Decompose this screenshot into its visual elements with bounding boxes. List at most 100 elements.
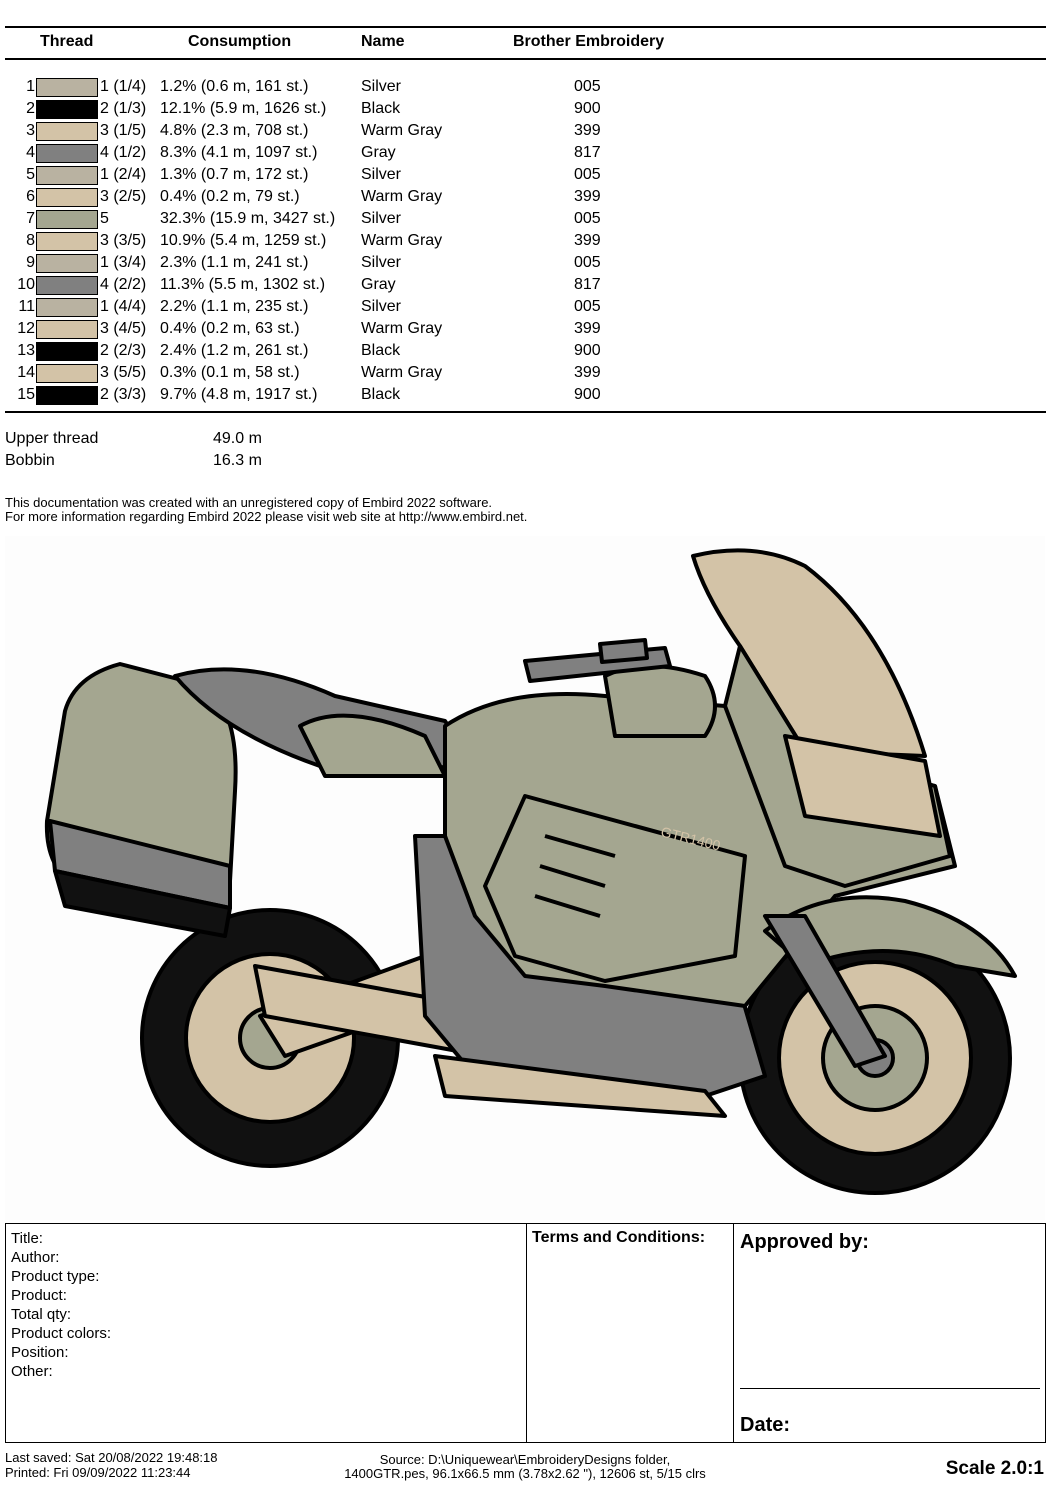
thread-id: 3 (4/5) (100, 320, 147, 337)
vent-lines (534, 834, 616, 918)
bobbin-value: 16.3 m (213, 452, 262, 469)
thread-number: 8 (26, 232, 35, 249)
seat-pad (298, 713, 447, 778)
field-author: Author: (11, 1249, 60, 1266)
brother-code: 900 (574, 100, 601, 117)
signature-line (740, 1388, 1040, 1389)
upper-thread-value: 49.0 m (213, 430, 262, 447)
thread-number: 2 (26, 100, 35, 117)
thread-name: Black (361, 386, 401, 403)
thread-number: 3 (26, 122, 35, 139)
header-brand: Brother Embroidery (513, 33, 665, 50)
bobbin-label: Bobbin (5, 452, 55, 469)
thread-name: Warm Gray (361, 364, 443, 381)
color-swatch (36, 320, 98, 339)
windscreen (691, 548, 927, 758)
brother-code: 399 (574, 122, 601, 139)
table-row: 8 3 (3/5) 10.9% (5.4 m, 1259 st.) Warm Gray… (0, 230, 1050, 252)
thread-number: 5 (26, 166, 35, 183)
thread-consumption: 0.4% (0.2 m, 63 st.) (160, 320, 300, 337)
color-swatch (36, 100, 98, 119)
brother-code: 900 (574, 342, 601, 359)
thread-consumption: 2.3% (1.1 m, 241 st.) (160, 254, 309, 271)
thread-number: 6 (26, 188, 35, 205)
brother-code: 005 (574, 254, 601, 271)
color-swatch (36, 166, 98, 185)
form-divider-1 (526, 1224, 527, 1442)
header-name: Name (361, 33, 405, 50)
thread-id: 3 (3/5) (100, 232, 147, 249)
thread-consumption: 1.3% (0.7 m, 172 st.) (160, 166, 309, 183)
thread-name: Gray (361, 276, 396, 293)
thread-number: 10 (17, 276, 35, 293)
brother-code: 005 (574, 298, 601, 315)
color-swatch (36, 342, 98, 361)
header-consumption: Consumption (188, 33, 292, 50)
thread-name: Warm Gray (361, 232, 443, 249)
color-swatch (36, 122, 98, 141)
thread-id: 1 (3/4) (100, 254, 147, 271)
source-line-2: 1400GTR.pes, 96.1x66.5 mm (3.78x2.62 "),… (344, 1466, 706, 1481)
source-line-1: Source: D:\Uniquewear\EmbroideryDesigns … (379, 1452, 671, 1467)
thread-number: 13 (17, 342, 35, 359)
thread-id: 1 (1/4) (100, 78, 147, 95)
color-swatch (36, 254, 98, 273)
brother-code: 399 (574, 232, 601, 249)
thread-consumption: 4.8% (2.3 m, 708 st.) (160, 122, 309, 139)
thread-id: 4 (2/2) (100, 276, 147, 293)
brother-code: 399 (574, 188, 601, 205)
field-other: Other: (11, 1363, 53, 1380)
thread-id: 2 (1/3) (100, 100, 147, 117)
printed-date: Printed: Fri 09/09/2022 11:23:44 (5, 1465, 191, 1480)
thread-number: 1 (26, 78, 35, 95)
motorcycle-embroidery: GTR1400 (44, 548, 1017, 1195)
thread-number: 11 (18, 298, 35, 315)
thread-consumption: 0.4% (0.2 m, 79 st.) (160, 188, 300, 205)
table-bottom-rule (5, 411, 1046, 413)
thread-id: 1 (2/4) (100, 166, 147, 183)
table-row: 13 2 (2/3) 2.4% (1.2 m, 261 st.) Black 900 (0, 340, 1050, 362)
thread-consumption: 12.1% (5.9 m, 1626 st.) (160, 100, 327, 117)
scale-label: Scale 2.0:1 (945, 1458, 1044, 1479)
thread-id: 3 (1/5) (100, 122, 147, 139)
color-swatch (36, 386, 98, 405)
lower-trim (433, 1054, 727, 1118)
brother-code: 005 (574, 210, 601, 227)
thread-consumption: 1.2% (0.6 m, 161 st.) (160, 78, 309, 95)
fairing-panel (483, 794, 747, 983)
case-lower (53, 869, 232, 938)
thread-number: 9 (26, 254, 35, 271)
thread-name: Gray (361, 144, 396, 161)
color-swatch (36, 210, 98, 229)
field-title: Title: (11, 1230, 43, 1247)
thread-consumption: 10.9% (5.4 m, 1259 st.) (160, 232, 327, 249)
thread-id: 5 (100, 210, 109, 227)
thread-name: Warm Gray (361, 188, 443, 205)
thread-id: 3 (5/5) (100, 364, 147, 381)
thread-consumption: 0.3% (0.1 m, 58 st.) (160, 364, 300, 381)
terms-heading: Terms and Conditions: (532, 1229, 706, 1246)
unregistered-notice-1: This documentation was created with an u… (5, 495, 493, 510)
embroidery-preview: GTR1400 (5, 536, 1045, 1220)
color-swatch (36, 144, 98, 163)
thread-id: 2 (3/3) (100, 386, 147, 403)
color-swatch (36, 232, 98, 251)
field-position: Position: (11, 1344, 69, 1361)
thread-consumption: 2.4% (1.2 m, 261 st.) (160, 342, 309, 359)
handlebar-grip (598, 638, 649, 664)
approval-form: Title: Author: Product type: Product: To… (5, 1223, 1046, 1443)
upper-thread-label: Upper thread (5, 430, 99, 447)
top-rule (5, 26, 1046, 28)
thread-id: 2 (2/3) (100, 342, 147, 359)
approved-by-heading: Approved by: (740, 1231, 869, 1253)
thread-consumption: 2.2% (1.1 m, 235 st.) (160, 298, 309, 315)
thread-name: Black (361, 342, 401, 359)
thread-number: 7 (26, 210, 35, 227)
